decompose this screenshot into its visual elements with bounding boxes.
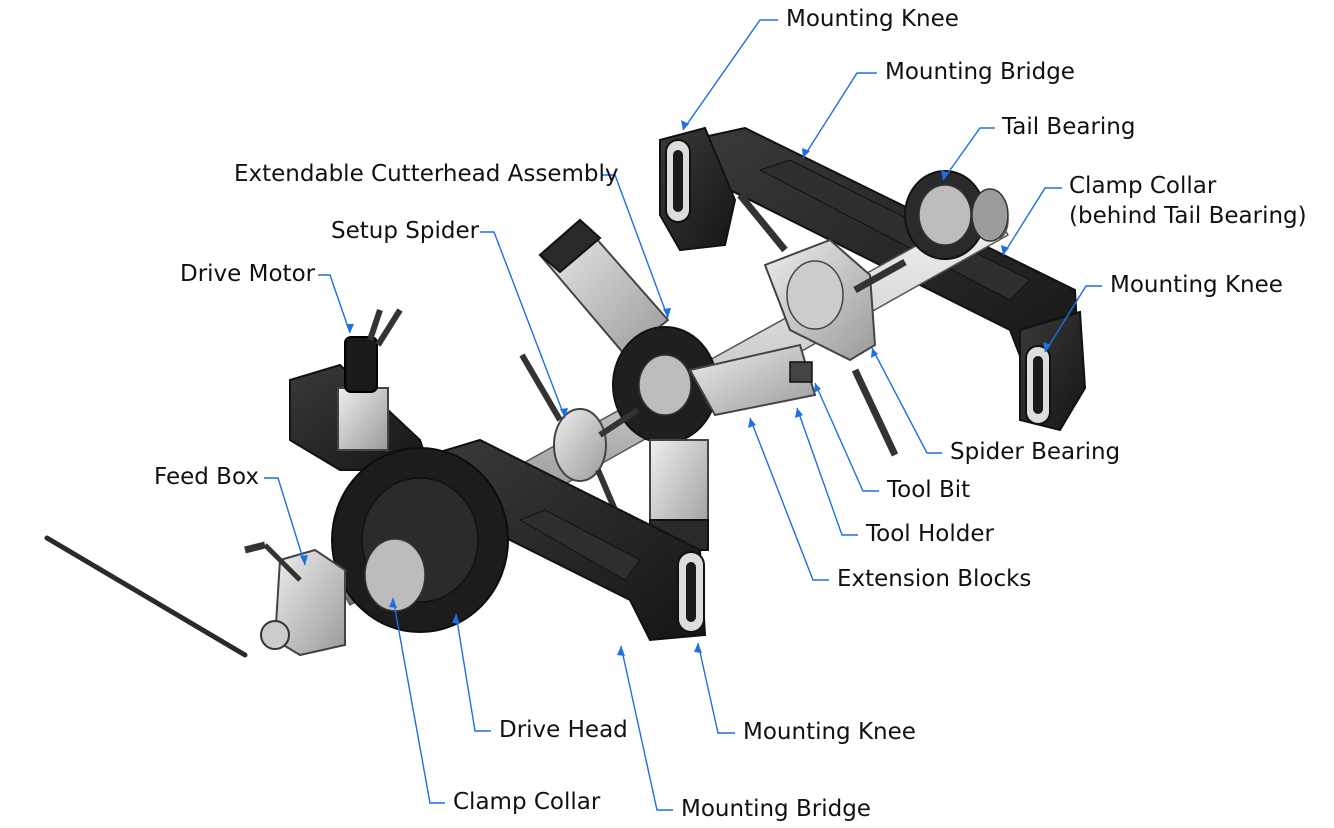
label-drive-motor: Drive Motor [180, 261, 316, 287]
label-extension-blocks: Extension Blocks [837, 566, 1032, 592]
spider-bearing [737, 192, 907, 457]
leader-arrowheads [300, 120, 1051, 656]
drive-motor [337, 308, 403, 451]
mounting-knee-lower [677, 551, 705, 633]
tail-bearing [904, 170, 1009, 260]
label-clamp-collar-bottom: Clamp Collar [453, 789, 601, 815]
leader-drive-motor [318, 274, 351, 334]
label-drive-head: Drive Head [499, 717, 628, 743]
label-setup-spider: Setup Spider [331, 218, 480, 244]
label-spider-bearing: Spider Bearing [950, 439, 1121, 465]
leader-tail-bearing [942, 127, 995, 181]
label-mounting-knee-bottom: Mounting Knee [743, 719, 916, 745]
label-extendable-cutterhead: Extendable Cutterhead Assembly [234, 161, 619, 187]
feed-handle-rod [44, 535, 248, 658]
label-tool-holder: Tool Holder [866, 521, 994, 547]
leader-lines [264, 19, 1102, 811]
mounting-bridge-lower [428, 438, 707, 642]
label-mounting-bridge-top: Mounting Bridge [885, 59, 1075, 85]
label-feed-box: Feed Box [154, 464, 259, 490]
label-tool-bit: Tool Bit [887, 477, 971, 503]
label-mounting-knee-right: Mounting Knee [1110, 272, 1283, 298]
leader-clamp-collar-right [1002, 187, 1062, 256]
mounting-knee-right [1019, 310, 1087, 432]
mounting-knee-upper-left [659, 126, 737, 252]
leader-mounting-bridge-top [802, 72, 877, 159]
feed-box [244, 541, 346, 657]
label-tail-bearing: Tail Bearing [1002, 114, 1136, 140]
leader-feed-box [264, 477, 306, 566]
leader-tool-holder [796, 407, 858, 536]
leader-mounting-knee-top [682, 19, 778, 131]
leader-setup-spider [480, 231, 566, 419]
label-clamp-collar-right: Clamp Collar (behind Tail Bearing) [1069, 173, 1307, 229]
leader-mounting-knee-right [1044, 285, 1102, 353]
leader-spider-bearing [871, 347, 942, 454]
leader-extension-blocks [749, 417, 829, 581]
label-mounting-bridge-bottom: Mounting Bridge [681, 796, 871, 822]
label-mounting-knee-top: Mounting Knee [786, 6, 959, 32]
leader-clamp-collar-bottom [392, 597, 445, 804]
extendable-cutterhead [538, 218, 817, 551]
leader-mounting-bridge-bottom [620, 645, 673, 811]
leader-extendable-cutterhead [602, 174, 669, 319]
leader-tool-bit [814, 382, 879, 492]
leader-drive-head [455, 613, 491, 732]
leader-mounting-knee-bottom [697, 642, 735, 734]
